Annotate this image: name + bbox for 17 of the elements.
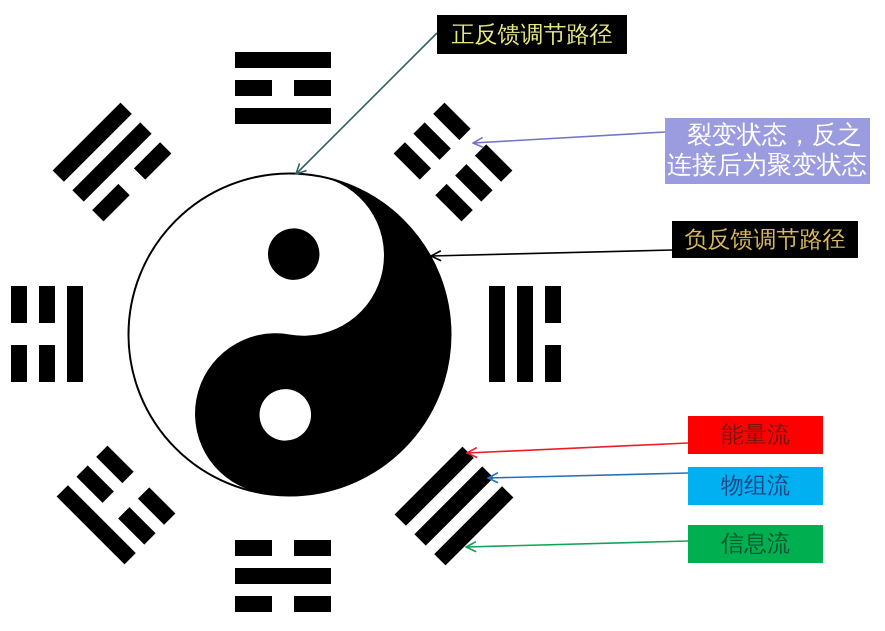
- trigram-symbol: [393, 102, 513, 222]
- callout-box: 能量流: [688, 416, 823, 454]
- trigram-bar: [434, 486, 514, 566]
- callout-box: 物组流: [688, 467, 823, 505]
- arrow: [487, 472, 688, 484]
- trigram-bar: [394, 446, 474, 526]
- arrow: [472, 131, 666, 148]
- callout-box: 裂变状态，反之连接后为聚变状态: [665, 118, 870, 184]
- arrow: [295, 32, 438, 175]
- arrow: [466, 442, 688, 458]
- trigram-bar: [414, 466, 494, 546]
- arrow: [465, 540, 688, 553]
- callout-box: 正反馈调节路径: [437, 15, 627, 54]
- arrow: [430, 249, 672, 262]
- yin-yang-symbol: [126, 172, 452, 496]
- callout-box: 负反馈调节路径: [672, 221, 858, 258]
- callout-box: 信息流: [688, 525, 823, 563]
